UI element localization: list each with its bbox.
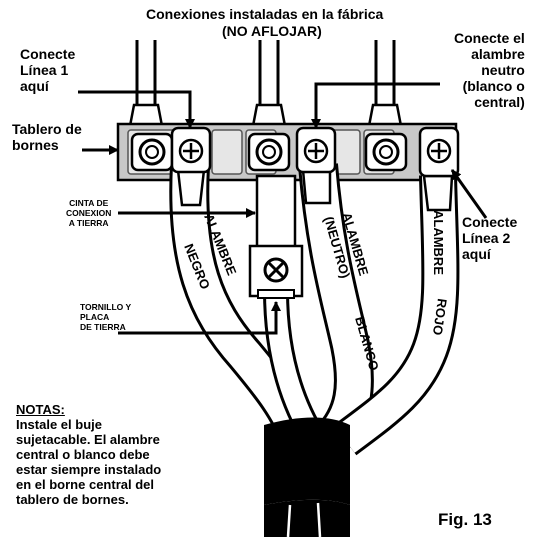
screw-2-icon: [170, 126, 212, 174]
screw-5-icon: [364, 132, 408, 172]
ground-strap: [248, 174, 304, 299]
arrow-neutral: [311, 82, 440, 129]
wire-lugs: [176, 168, 454, 212]
arrow-ground-screw: [118, 301, 281, 335]
title-line-2: (NO AFLOJAR): [222, 23, 322, 39]
red-wire-label-1: ALAMBRE: [431, 210, 446, 275]
title-line-1: Conexiones instaladas en la fábrica: [146, 6, 384, 22]
screw-3-icon: [247, 132, 291, 172]
arrow-line2: [450, 169, 488, 219]
arrow-line1: [78, 90, 195, 129]
callout-arrows: [78, 82, 488, 335]
screw-1-icon: [130, 132, 174, 172]
screw-6-icon: [418, 126, 460, 178]
terminal-screws: [130, 126, 460, 178]
cable-jacket: [264, 417, 350, 537]
neutral-wire: [298, 163, 374, 455]
figure-label: Fig. 13: [438, 510, 492, 529]
notes-title: NOTAS:: [16, 402, 65, 417]
red-wire: [333, 174, 460, 456]
ground-screw-icon: [263, 257, 289, 283]
red-wire-label-2: ROJO: [430, 298, 450, 337]
screw-4-icon: [295, 126, 337, 174]
